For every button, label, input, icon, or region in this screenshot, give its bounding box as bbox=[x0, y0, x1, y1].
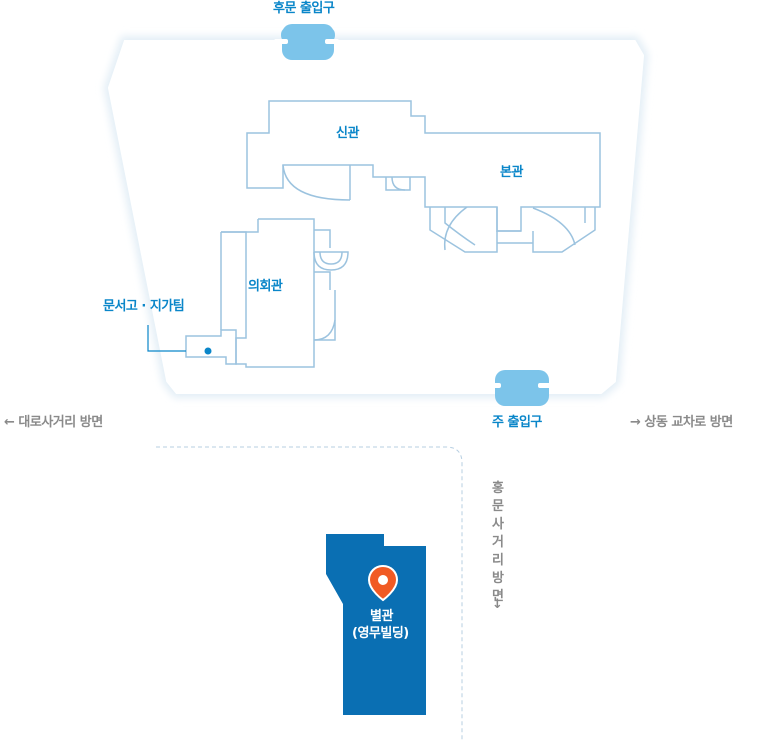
annex-sub-label: (영무빌딩) bbox=[352, 626, 409, 641]
main-hall-label: 본관 bbox=[500, 165, 523, 180]
direction-down-arrow: ↓ bbox=[492, 597, 503, 612]
main-gate-label: 주 출입구 bbox=[492, 415, 542, 430]
direction-down-text: 홍문사거리 방면 bbox=[492, 481, 504, 604]
main-gate[interactable] bbox=[487, 370, 552, 406]
new-hall-label: 신관 bbox=[336, 126, 359, 141]
rear-gate-label: 후문 출입구 bbox=[273, 1, 335, 16]
location-pin-icon bbox=[367, 564, 399, 602]
council-hall-outline bbox=[220, 218, 349, 368]
archive-room bbox=[147, 325, 237, 365]
council-hall-label: 의회관 bbox=[248, 279, 283, 294]
annex-label: 별관 bbox=[370, 609, 393, 624]
archive-label: 문서고 · 지가팀 bbox=[103, 299, 185, 314]
annex-building[interactable] bbox=[326, 534, 426, 715]
rear-gate[interactable] bbox=[274, 24, 339, 60]
direction-left: ← 대로사거리 방면 bbox=[4, 415, 103, 430]
direction-right: → 상동 교차로 방면 bbox=[630, 415, 733, 430]
site-boundary bbox=[103, 36, 649, 398]
new-main-hall-outline bbox=[246, 100, 601, 253]
road-dashed-line bbox=[156, 446, 463, 741]
